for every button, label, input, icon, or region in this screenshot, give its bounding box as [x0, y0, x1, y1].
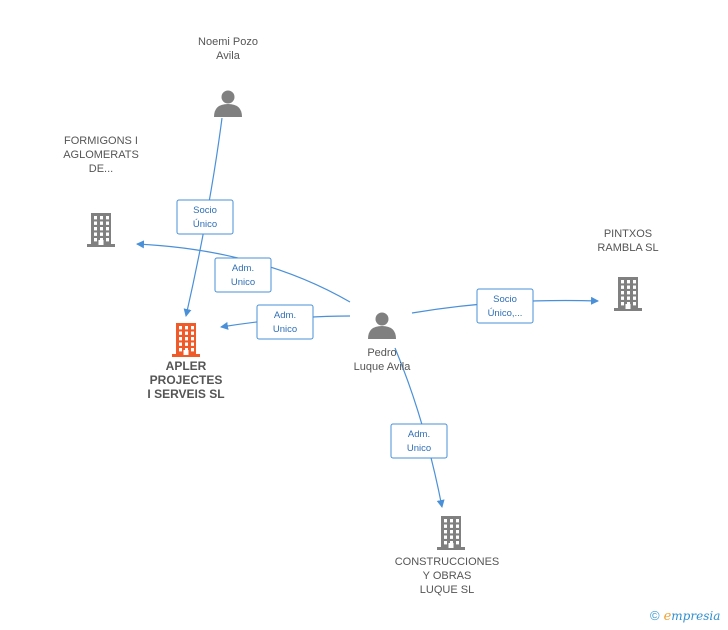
edge-label-box[interactable] [176, 199, 234, 235]
edge-label-text: Unico [273, 324, 297, 335]
edge-label-text: Adm. [232, 263, 254, 274]
node-label: DE... [89, 163, 113, 175]
node-label: I SERVEIS SL [147, 387, 224, 401]
node-formigons[interactable]: FORMIGONS I AGLOMERATS DE... [63, 135, 139, 247]
node-label: PINTXOS [604, 228, 652, 240]
empresia-logo[interactable]: ©empresia [650, 608, 720, 624]
edge-label-box[interactable] [214, 257, 272, 293]
node-construcciones[interactable]: CONSTRUCCIONES Y OBRAS LUQUE SL [395, 516, 500, 596]
node-label: Y OBRAS [423, 570, 472, 582]
building-icon [87, 213, 115, 247]
node-label: Avila [216, 50, 241, 62]
person-icon [214, 90, 242, 117]
node-label: Luque Avila [354, 361, 412, 373]
edge-pedro-pintxos: SocioÚnico,... [411, 288, 599, 324]
node-label: AGLOMERATS [63, 149, 139, 161]
building-icon [437, 516, 465, 550]
node-label: APLER [166, 359, 207, 373]
node-label: Pedro [367, 347, 396, 359]
edge-pedro-apler: Adm. Unico [220, 304, 351, 340]
edge-pedro-construcciones: Adm. Unico [390, 347, 448, 508]
node-label: LUQUE SL [420, 584, 474, 596]
edge-label-text: Único [193, 219, 217, 230]
edge-label-box[interactable] [476, 288, 534, 324]
brand-initial: e [663, 609, 672, 624]
edge-pedro-formigons: Adm. Unico [136, 240, 351, 303]
edge-label-text: Socio [193, 205, 217, 216]
node-label: FORMIGONS I [64, 135, 138, 147]
copyright-symbol: © [650, 608, 660, 623]
edge-label-text: Único,... [488, 308, 523, 319]
building-icon [172, 323, 200, 357]
node-label: CONSTRUCCIONES [395, 556, 500, 568]
node-label: RAMBLA SL [597, 242, 658, 254]
node-label: PROJECTES [150, 373, 223, 387]
brand-name: mpresia [671, 609, 721, 623]
edge-label-text: Unico [407, 443, 431, 454]
node-pintxos[interactable]: PINTXOS RAMBLA SL [597, 228, 659, 311]
node-label: Noemi Pozo [198, 36, 258, 48]
edge-label-text: Adm. [274, 310, 296, 321]
edge-label-box[interactable] [390, 423, 448, 459]
edge-label-text: Unico [231, 277, 255, 288]
building-icon [614, 277, 642, 311]
edge-label-text: Socio [493, 294, 517, 305]
person-icon [368, 312, 396, 339]
edge-label-text: Adm. [408, 429, 430, 440]
edge-label-box[interactable] [256, 304, 314, 340]
